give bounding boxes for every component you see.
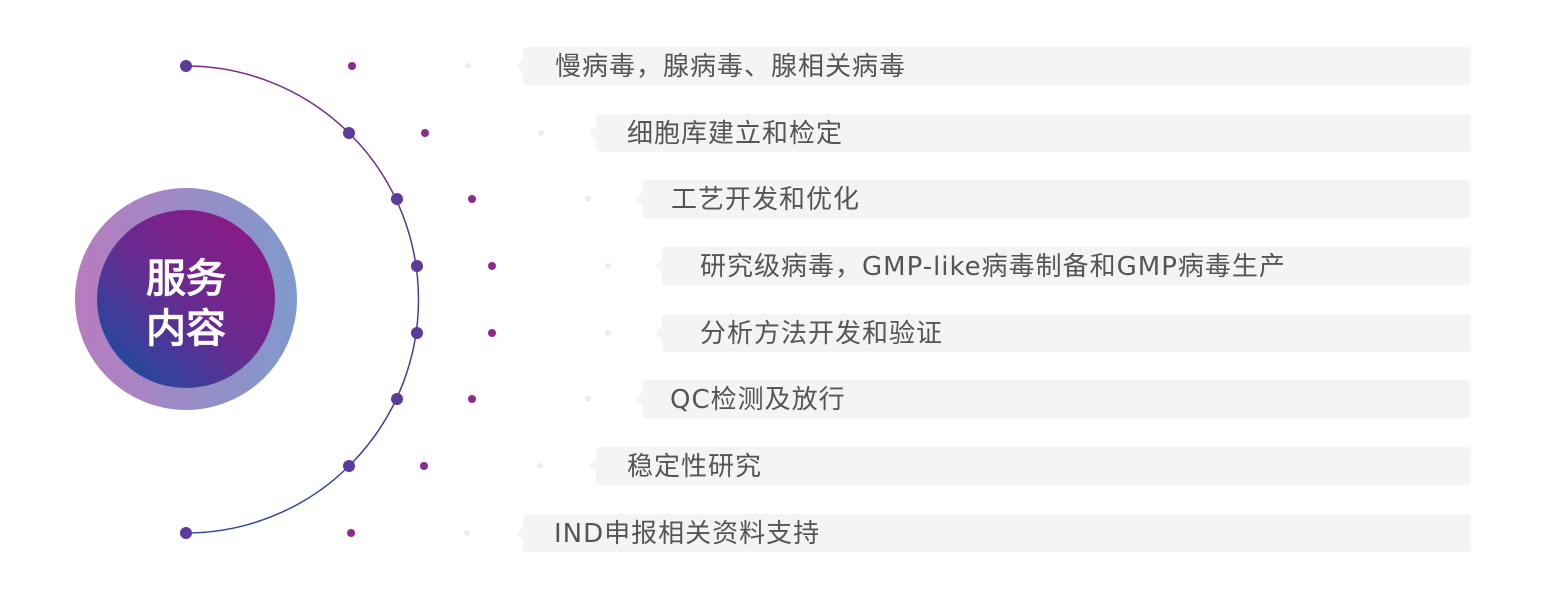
service-label: 慢病毒，腺病毒、腺相关病毒 <box>555 52 906 82</box>
connector-dot <box>348 62 356 70</box>
center-badge: 服务 内容 <box>75 188 297 410</box>
connector-end-dot <box>538 130 544 136</box>
label-bar <box>516 47 1471 85</box>
center-core <box>97 210 275 388</box>
connector-end-dot <box>605 263 611 269</box>
label-bar <box>655 314 1471 352</box>
arc-node <box>180 527 192 539</box>
connector-dot <box>488 329 496 337</box>
connector-end-dot <box>585 196 591 202</box>
service-label: 稳定性研究 <box>627 452 762 482</box>
arc-node <box>411 327 423 339</box>
connector-dot <box>468 395 476 403</box>
service-label: 工艺开发和优化 <box>671 185 860 215</box>
service-item: 细胞库建立和检定 <box>343 114 1471 152</box>
connector-end-dot <box>605 330 611 336</box>
connector-end-dot <box>465 63 471 69</box>
label-bar <box>516 514 1471 552</box>
connector-end-dot <box>585 396 591 402</box>
service-label: 分析方法开发和验证 <box>700 319 943 349</box>
service-list: 慢病毒，腺病毒、腺相关病毒 细胞库建立和检定 工艺开发和优化 研究级病毒，GMP… <box>180 47 1471 552</box>
service-item: 慢病毒，腺病毒、腺相关病毒 <box>180 47 1471 85</box>
arc-node <box>391 193 403 205</box>
service-label: QC检测及放行 <box>670 385 846 415</box>
service-item: 工艺开发和优化 <box>391 180 1471 218</box>
service-item: 研究级病毒，GMP-like病毒制备和GMP病毒生产 <box>411 247 1471 285</box>
main-arc <box>185 65 420 534</box>
label-bar <box>635 180 1471 218</box>
service-label: IND申报相关资料支持 <box>554 519 820 549</box>
center-title-line2: 内容 <box>146 306 226 352</box>
connector-end-dot <box>464 530 470 536</box>
service-label: 细胞库建立和检定 <box>627 119 843 149</box>
connector-dot <box>488 262 496 270</box>
service-item: 分析方法开发和验证 <box>411 314 1471 352</box>
service-label: 研究级病毒，GMP-like病毒制备和GMP病毒生产 <box>700 252 1286 282</box>
connector-dot <box>347 529 355 537</box>
connector-dot <box>468 195 476 203</box>
arc-node <box>343 127 355 139</box>
connector-end-dot <box>537 463 543 469</box>
service-item: IND申报相关资料支持 <box>180 514 1471 552</box>
label-bar <box>655 247 1471 285</box>
connector-dot <box>420 462 428 470</box>
label-bar <box>589 114 1471 152</box>
arc-node <box>391 393 403 405</box>
label-bar <box>589 447 1471 485</box>
service-item: 稳定性研究 <box>343 447 1471 485</box>
center-title-line1: 服务 <box>146 256 226 302</box>
arc-node <box>411 260 423 272</box>
arc-node <box>343 460 355 472</box>
arc-node <box>180 60 192 72</box>
service-item: QC检测及放行 <box>391 380 1471 418</box>
label-bar <box>635 380 1471 418</box>
connector-dot <box>421 129 429 137</box>
